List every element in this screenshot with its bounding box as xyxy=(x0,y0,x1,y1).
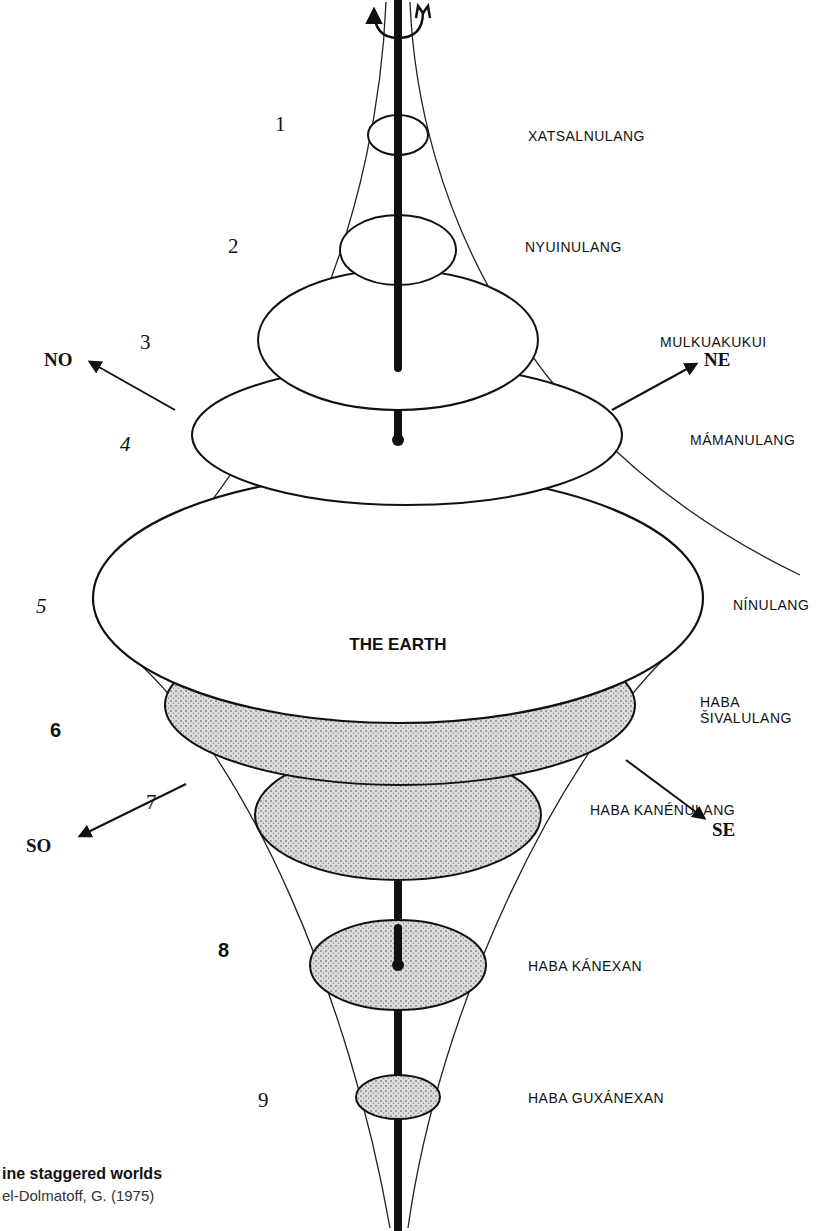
callout-number: 7 xyxy=(146,790,157,814)
world-name: XATSALNULANG xyxy=(528,128,645,144)
world-axis xyxy=(394,0,402,368)
direction-arrow xyxy=(612,364,696,410)
world-name: HABA KÁNEXAN xyxy=(528,958,642,974)
world-name: MÁMANULANG xyxy=(690,432,795,448)
callout-number: 3 xyxy=(140,330,151,354)
world-axis xyxy=(394,928,402,964)
world-name: MULKUAKUKUI xyxy=(660,334,767,350)
callout-number: 8 xyxy=(218,939,229,962)
world-title: THE EARTH xyxy=(349,635,446,655)
callout-number: 9 xyxy=(258,1088,269,1112)
direction-label: NO xyxy=(44,349,73,371)
world-node: THE EARTH xyxy=(341,631,454,659)
world-name: NYUINULANG xyxy=(525,239,622,255)
world-name: HABA KANÉNULANG xyxy=(590,802,735,818)
direction-arrow xyxy=(80,784,186,836)
earth-disc xyxy=(93,473,703,723)
source-note: el-Dolmatoff, G. (1975) xyxy=(2,1187,154,1204)
callout-number: 1 xyxy=(275,112,286,136)
direction-label: NE xyxy=(704,349,730,371)
callout-number: 4 xyxy=(120,432,131,456)
direction-label: SO xyxy=(26,835,51,857)
world-name: HABA GUXÁNEXAN xyxy=(528,1090,664,1106)
direction-arrow xyxy=(90,362,175,410)
world-disc xyxy=(310,920,486,1010)
callout-number: 6 xyxy=(50,719,61,742)
direction-label: SE xyxy=(712,819,735,841)
callout-number: 5 xyxy=(36,594,47,618)
axis-dot xyxy=(392,434,404,446)
world-name: HABA ŠIVALULANG xyxy=(700,694,800,726)
rotation-mark xyxy=(416,6,430,18)
axis-dot xyxy=(392,959,404,971)
caption: ine staggered worlds xyxy=(2,1165,162,1183)
callout-number: 2 xyxy=(228,234,239,258)
world-name: NÍNULANG xyxy=(733,597,809,613)
world-disc xyxy=(356,1075,440,1119)
